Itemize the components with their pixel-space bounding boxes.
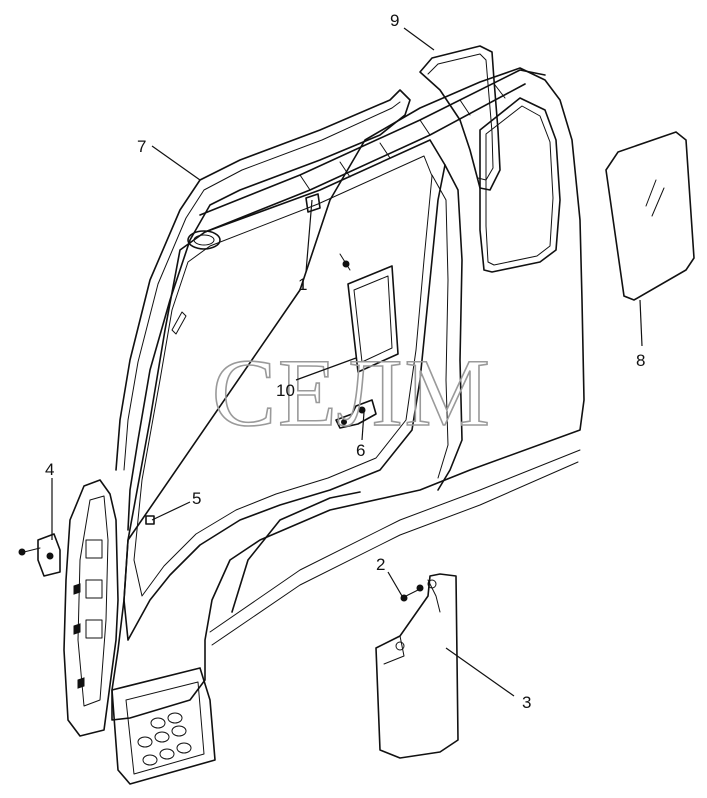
door-frame (123, 139, 446, 641)
leader-9 (403, 27, 435, 51)
leader-7 (151, 145, 201, 181)
side-glass-8 (605, 131, 695, 301)
watermark: СЕЛМ (212, 339, 492, 446)
front-pillar-structure (63, 479, 119, 737)
callout-2: 2 (376, 555, 385, 574)
leader-3 (445, 647, 515, 697)
clip-1 (305, 193, 321, 213)
leader-8 (639, 299, 643, 347)
corner-trim-3 (375, 573, 459, 759)
leader-1 (305, 199, 313, 273)
callout-5: 5 (192, 489, 201, 508)
screw-2 (400, 584, 424, 602)
clip-5 (145, 515, 155, 525)
callouts: 1 2 3 4 5 6 7 8 9 10 (45, 11, 645, 712)
step-holes (137, 712, 192, 766)
callout-6: 6 (356, 441, 365, 460)
hinge-4 (18, 533, 61, 577)
callout-3: 3 (522, 693, 531, 712)
callout-9: 9 (390, 11, 399, 30)
callout-10: 10 (276, 381, 295, 400)
leader-lines (51, 27, 643, 697)
cab-side-panel (111, 67, 585, 785)
callout-8: 8 (636, 351, 645, 370)
door-seal-7 (115, 89, 411, 531)
trim-plate-10 (339, 253, 399, 373)
callout-1: 1 (298, 275, 307, 294)
callout-7: 7 (137, 137, 146, 156)
leader-2 (387, 571, 403, 597)
rear-window-seal-9 (419, 45, 501, 191)
leader-10 (295, 357, 357, 381)
callout-4: 4 (45, 460, 54, 479)
leader-6 (361, 411, 365, 441)
leader-5 (151, 501, 191, 521)
bracket-6 (335, 399, 377, 429)
